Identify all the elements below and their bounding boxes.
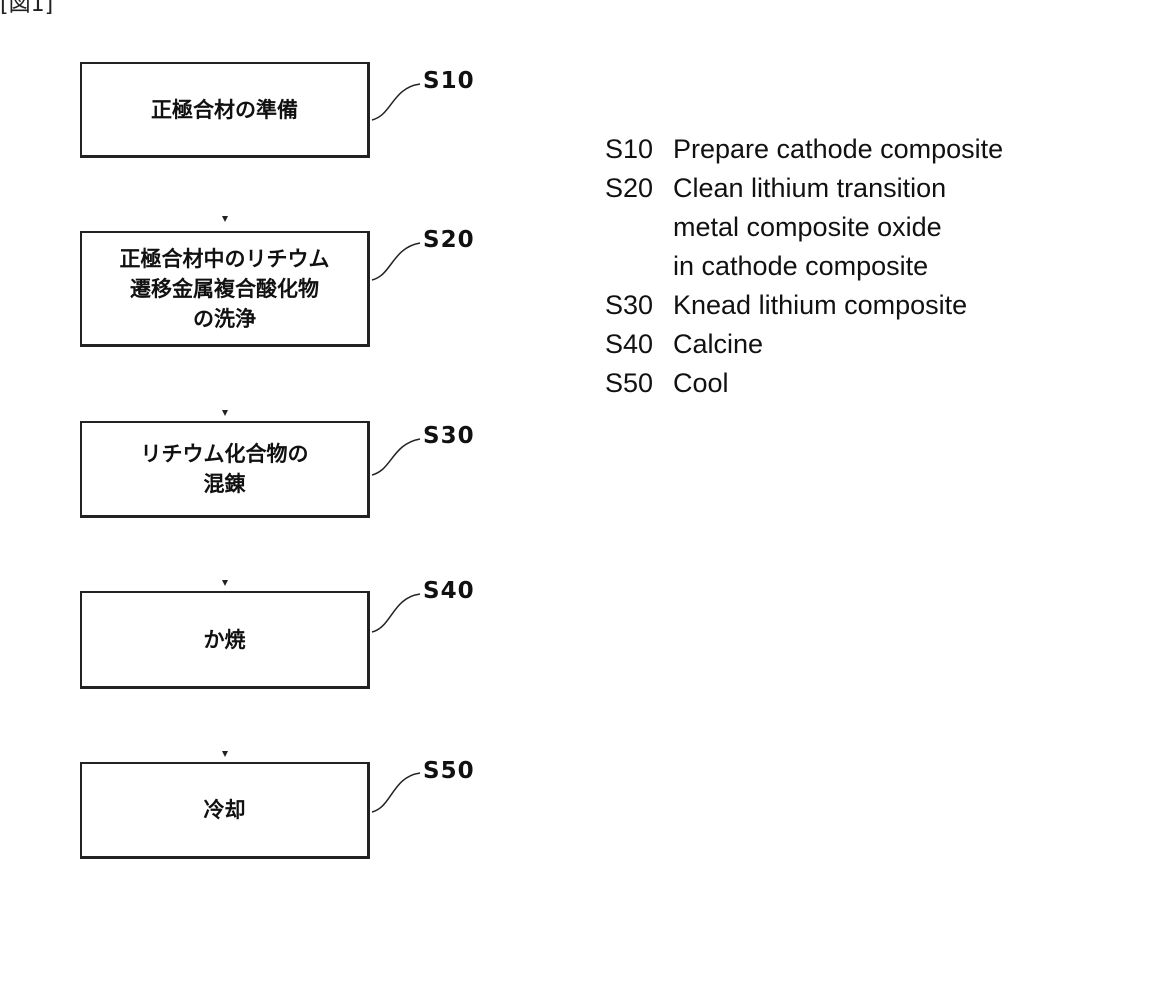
step-code-s30: S30 <box>423 423 475 449</box>
legend-row-s50: S50 Cool <box>605 364 1003 403</box>
step-code-s20: S20 <box>423 227 475 253</box>
step-code-s50: S50 <box>423 758 475 784</box>
leader-line-s10 <box>372 84 420 120</box>
legend-code-s10: S10 <box>605 130 673 169</box>
legend-code-s20: S20 <box>605 169 673 286</box>
leader-line-s50 <box>372 773 420 812</box>
leader-line-s20 <box>372 243 420 280</box>
legend-text-s50: Cool <box>673 364 729 403</box>
legend-row-s40: S40 Calcine <box>605 325 1003 364</box>
legend-row-s30: S30 Knead lithium composite <box>605 286 1003 325</box>
legend-code-s40: S40 <box>605 325 673 364</box>
legend-text-s20: Clean lithium transition metal composite… <box>673 169 946 286</box>
legend: S10 Prepare cathode composite S20 Clean … <box>605 130 1003 403</box>
legend-text-s10: Prepare cathode composite <box>673 130 1003 169</box>
legend-code-s50: S50 <box>605 364 673 403</box>
step-code-s10: S10 <box>423 68 475 94</box>
leader-line-s40 <box>372 594 420 632</box>
legend-text-s30: Knead lithium composite <box>673 286 967 325</box>
legend-row-s20: S20 Clean lithium transition metal compo… <box>605 169 1003 286</box>
leader-line-s30 <box>372 439 420 475</box>
legend-row-s10: S10 Prepare cathode composite <box>605 130 1003 169</box>
step-code-s40: S40 <box>423 578 475 604</box>
legend-text-s40: Calcine <box>673 325 763 364</box>
legend-code-s30: S30 <box>605 286 673 325</box>
